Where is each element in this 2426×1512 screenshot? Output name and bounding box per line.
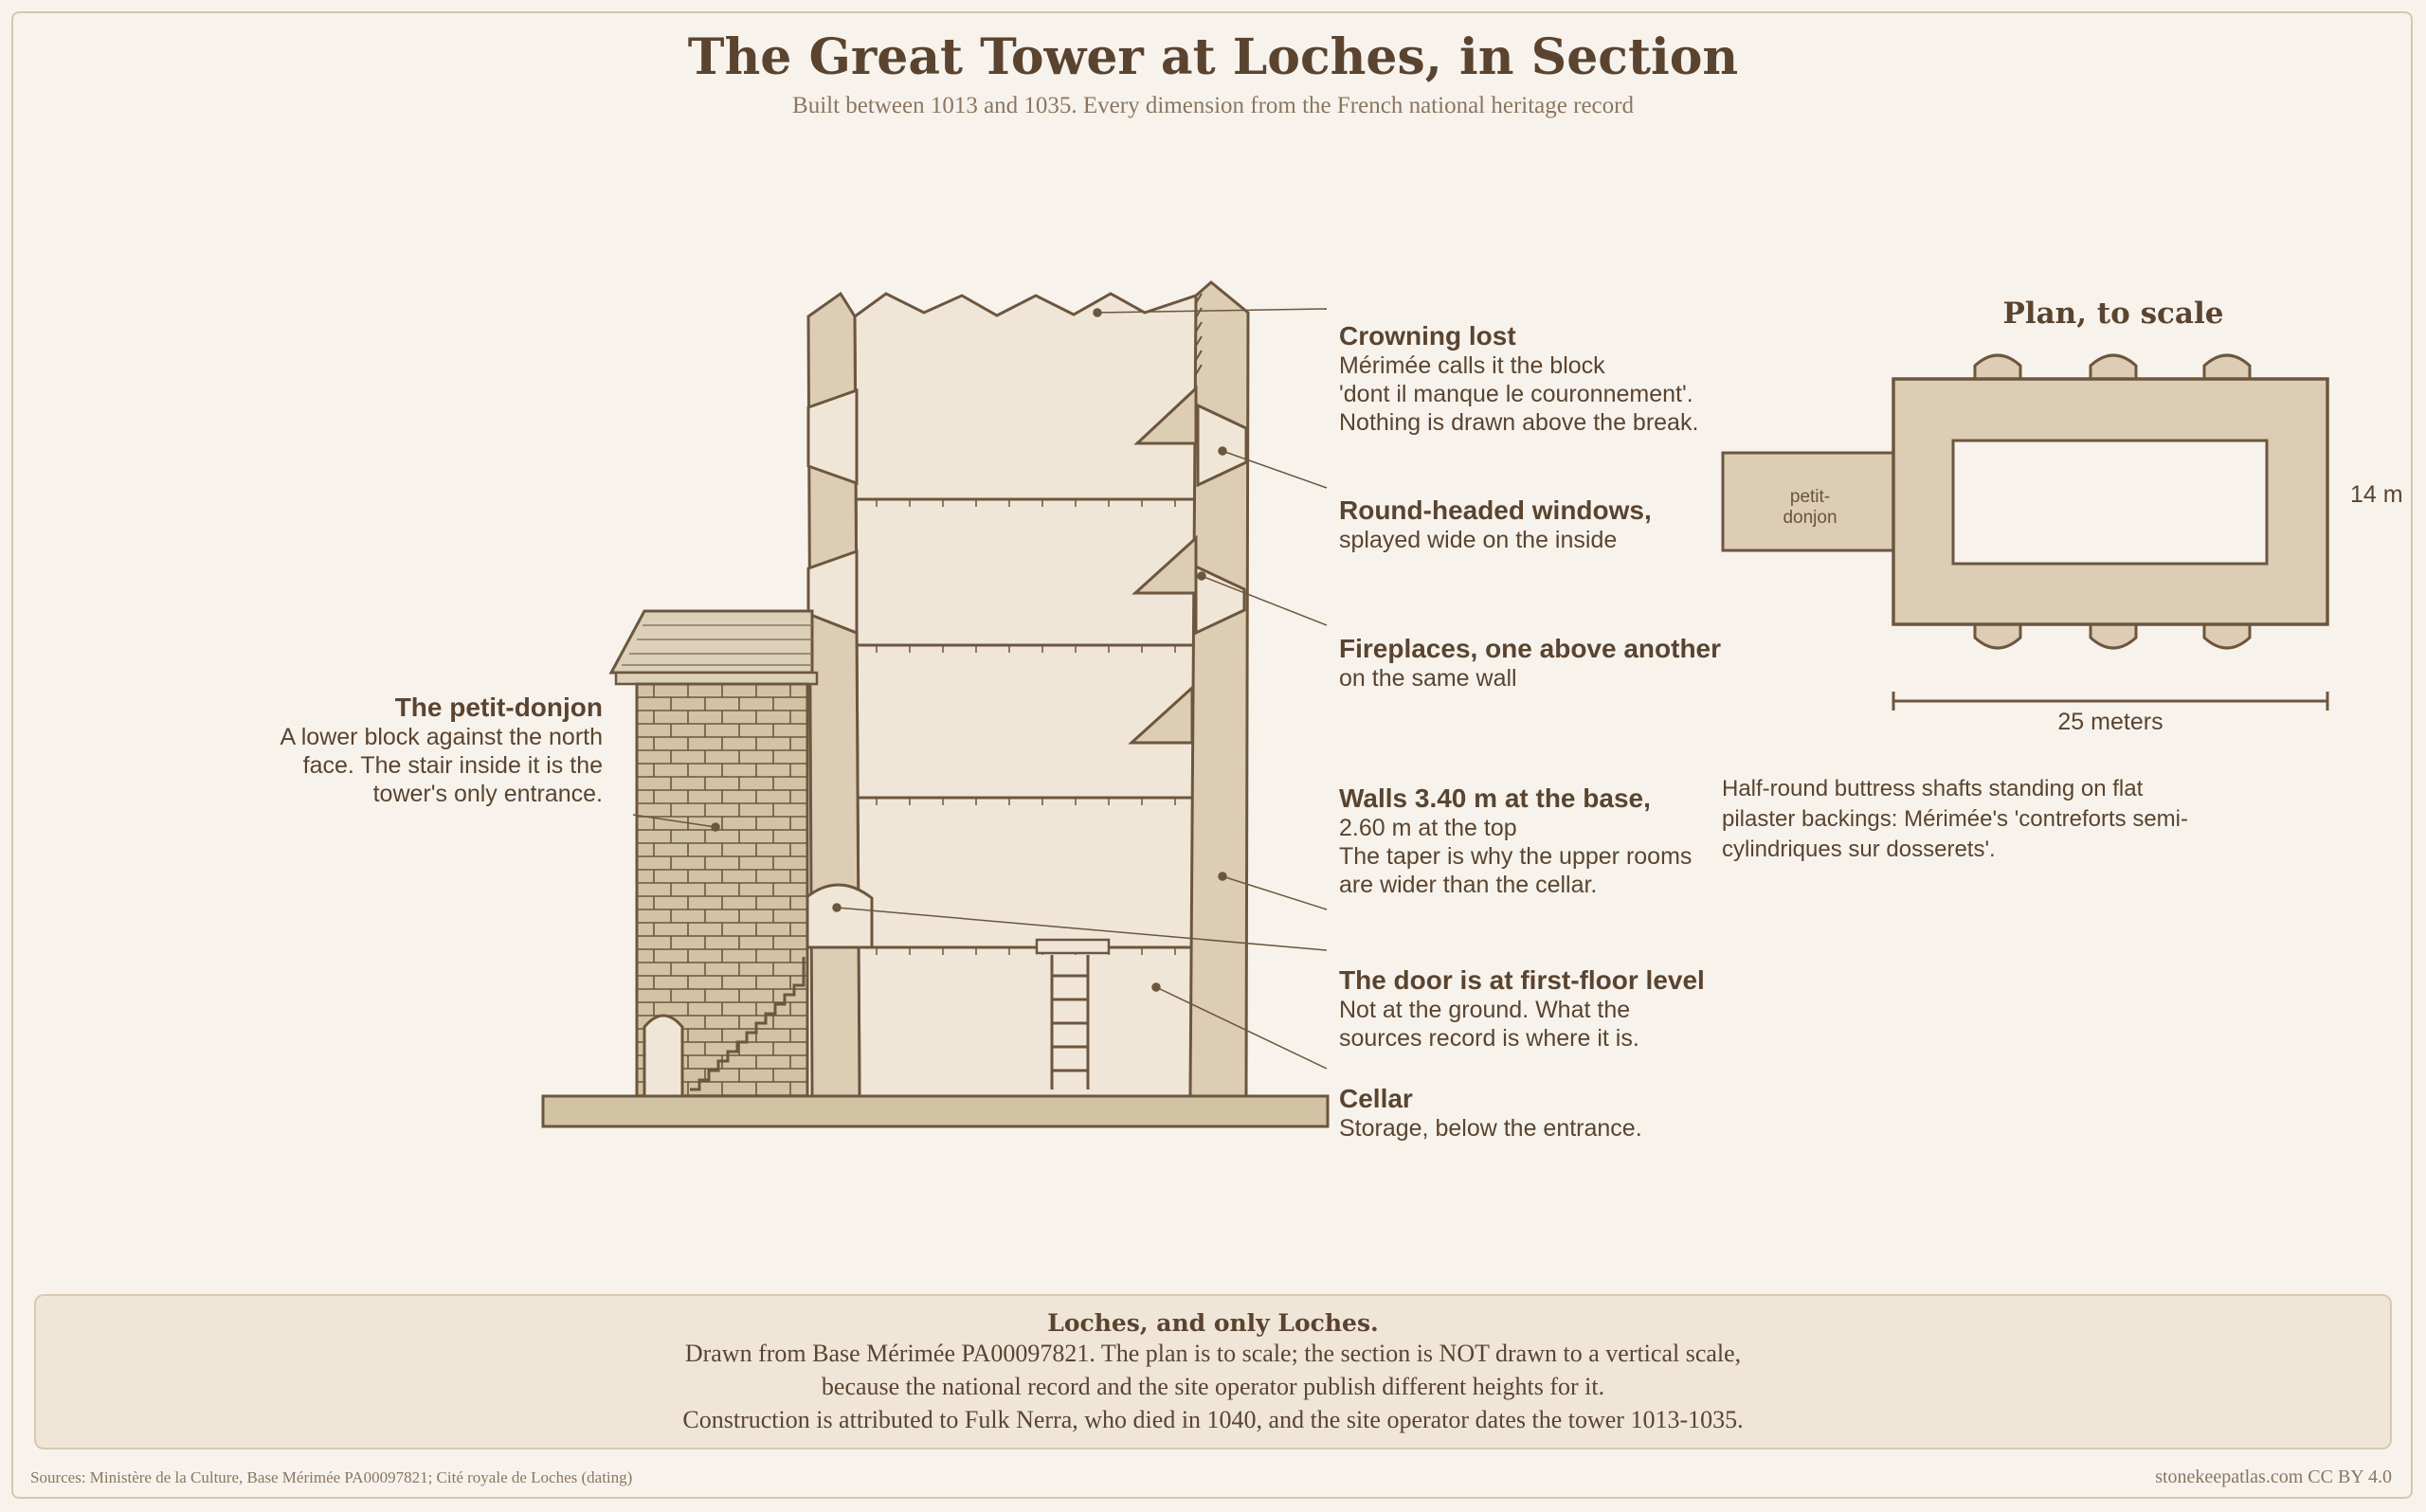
- footer-line-3: Construction is attributed to Fulk Nerra…: [682, 1406, 1744, 1433]
- annotation-fireplaces: Fireplaces, one above another on the sam…: [1339, 633, 1721, 693]
- plan-petit-donjon-label-1: petit-: [1789, 487, 1831, 507]
- fireplace-2: [1132, 534, 1198, 595]
- cellar-hatch: [1035, 938, 1111, 955]
- leader-lines: [632, 308, 1328, 1070]
- window-left-upper: [806, 387, 859, 486]
- ground-slab: [541, 1094, 1330, 1128]
- annotation-crowning-line-1: Mérimée calls it the block: [1339, 352, 1605, 379]
- annotation-door: The door is at first-floor level Not at …: [1339, 964, 1705, 1053]
- petit-donjon-roof: [608, 609, 814, 675]
- footer-note-box: Loches, and only Loches. Drawn from Base…: [34, 1294, 2392, 1449]
- annotation-crowning: Crowning lost Mérimée calls it the block…: [1339, 320, 1698, 437]
- window-right-upper: [1196, 403, 1248, 488]
- annotation-crowning-line-2: 'dont il manque le couronnement'.: [1339, 381, 1693, 407]
- footer-line-1: Drawn from Base Mérimée PA00097821. The …: [684, 1340, 1742, 1367]
- plan-buttresses: [1973, 353, 2252, 650]
- plan-petit-donjon-label: petit- donjon: [1725, 487, 1895, 529]
- annotation-fireplaces-line-1: on the same wall: [1339, 665, 1517, 692]
- annotation-walls-heading: Walls 3.40 m at the base,: [1339, 783, 1651, 813]
- window-right-lower: [1194, 564, 1246, 636]
- plan-keep-interior: [1951, 439, 2269, 566]
- cellar-ladder: [1050, 955, 1090, 1089]
- tower-right-wall: [1188, 280, 1250, 1098]
- sources-note: Sources: Ministère de la Culture, Base M…: [30, 1468, 633, 1486]
- fireplace-3: [1128, 684, 1194, 745]
- credit-link[interactable]: stonekeepatlas.com CC BY 4.0: [2155, 1467, 2392, 1487]
- page-frame: [11, 11, 2413, 1499]
- plan-petit-donjon: [1721, 451, 1895, 552]
- annotation-petit-donjon-line-3: tower's only entrance.: [372, 781, 603, 807]
- plan-width-label: 14 m: [2350, 481, 2403, 508]
- annotation-crowning-line-3: Nothing is drawn above the break.: [1339, 409, 1699, 436]
- page-subtitle: Built between 1013 and 1035. Every dimen…: [792, 93, 1634, 118]
- annotation-petit-donjon-line-2: face. The stair inside it is the: [302, 752, 603, 779]
- annotation-door-heading: The door is at first-floor level: [1339, 965, 1705, 995]
- window-left-lower: [806, 549, 859, 636]
- plan-petit-donjon-label-2: donjon: [1783, 508, 1838, 528]
- plan-title: Plan, to scale: [2002, 297, 2224, 331]
- annotation-windows: Round-headed windows, splayed wide on th…: [1339, 495, 1652, 554]
- annotation-walls-line-3: are wider than the cellar.: [1339, 872, 1598, 898]
- petit-donjon-stair: [690, 957, 806, 1091]
- footer-line-2: because the national record and the site…: [821, 1373, 1605, 1400]
- fireplace-1: [1133, 385, 1198, 445]
- floor-lines: [857, 497, 1196, 949]
- floor-joist-ticks: [876, 499, 1176, 955]
- petit-donjon-door: [643, 1014, 684, 1098]
- annotation-windows-heading: Round-headed windows,: [1339, 495, 1652, 525]
- annotation-crowning-heading: Crowning lost: [1339, 321, 1516, 351]
- footer-heading: Loches, and only Loches.: [1047, 1309, 1379, 1337]
- annotation-walls: Walls 3.40 m at the base, 2.60 m at the …: [1339, 783, 1692, 899]
- annotation-petit-donjon-heading: The petit-donjon: [394, 693, 603, 722]
- entrance-door: [804, 883, 874, 949]
- annotation-petit-donjon-line-1: A lower block against the north: [280, 724, 603, 750]
- petit-donjon-cornice: [614, 671, 819, 686]
- annotation-walls-line-1: 2.60 m at the top: [1339, 815, 1517, 841]
- page-title: The Great Tower at Loches, in Section: [687, 28, 1739, 86]
- flue: [1195, 293, 1203, 375]
- annotation-windows-line-1: splayed wide on the inside: [1339, 527, 1618, 553]
- annotation-petit-donjon: The petit-donjon A lower block against t…: [190, 692, 603, 808]
- plan-buttress-note: Half-round buttress shafts standing on f…: [1722, 776, 2188, 862]
- annotation-cellar-line-1: Storage, below the entrance.: [1339, 1115, 1642, 1142]
- annotation-fireplaces-heading: Fireplaces, one above another: [1339, 634, 1722, 663]
- annotation-walls-line-2: The taper is why the upper rooms: [1339, 843, 1693, 870]
- annotation-door-line-2: sources record is where it is.: [1339, 1025, 1639, 1052]
- tower-interior: [853, 292, 1201, 1098]
- roof-lines: [622, 624, 812, 666]
- plan-length-label: 25 meters: [2057, 709, 2163, 735]
- annotation-door-line-1: Not at the ground. What the: [1339, 997, 1631, 1023]
- annotation-cellar: Cellar Storage, below the entrance.: [1339, 1083, 1642, 1143]
- plan-scale-bar: [1892, 692, 2329, 711]
- annotation-cellar-heading: Cellar: [1339, 1084, 1413, 1113]
